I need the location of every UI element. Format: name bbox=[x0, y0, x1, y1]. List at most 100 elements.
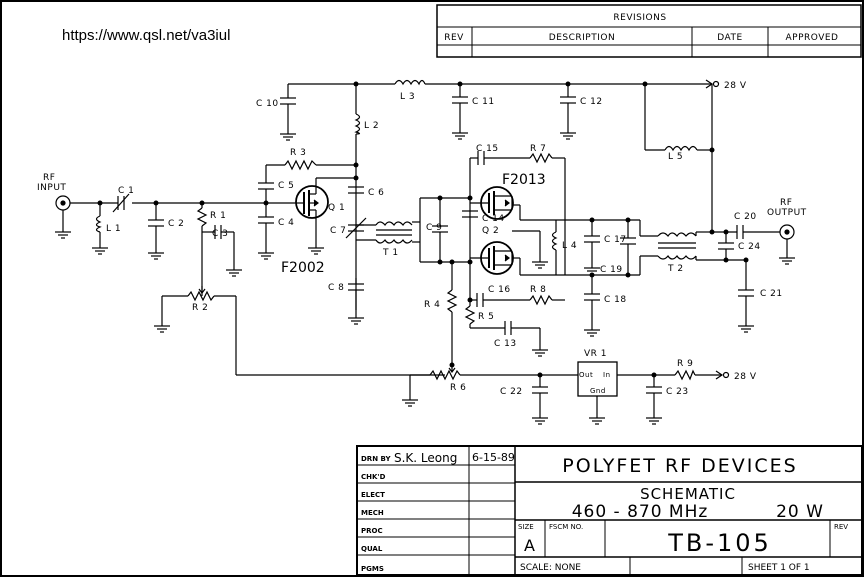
capacitor-c6 bbox=[348, 186, 364, 194]
ground-icon bbox=[147, 244, 165, 260]
capacitor-c16 bbox=[476, 293, 484, 307]
label-r4: R 4 bbox=[424, 300, 440, 310]
capacitor-c19 bbox=[620, 237, 636, 245]
label-r5: R 5 bbox=[478, 312, 494, 322]
elect-label: ELECT bbox=[361, 491, 385, 499]
label-vr1: VR 1 bbox=[584, 349, 607, 359]
drawn-by-name: S.K. Leong bbox=[394, 451, 457, 465]
label-c10: C 10 bbox=[256, 99, 279, 109]
drawn-by-label: DRN BY bbox=[361, 455, 391, 463]
resistor-r1 bbox=[196, 207, 208, 227]
capacitor-c21 bbox=[738, 289, 754, 297]
ground-icon bbox=[91, 239, 109, 255]
resistor-r3 bbox=[284, 159, 317, 171]
sheet-text: SHEET 1 OF 1 bbox=[748, 563, 810, 573]
ground-icon bbox=[778, 249, 796, 265]
mech-label: MECH bbox=[361, 509, 384, 517]
capacitor-c1 bbox=[112, 193, 130, 213]
rf-output-label-line1: RF bbox=[780, 198, 792, 208]
label-r6: R 6 bbox=[450, 383, 466, 393]
rf-input-label-line2: INPUT bbox=[37, 183, 66, 193]
label-c1: C 1 bbox=[118, 186, 134, 196]
ground-icon bbox=[279, 125, 297, 141]
part-number-f2002: F2002 bbox=[281, 260, 325, 276]
capacitor-c10 bbox=[280, 97, 296, 105]
part-number-f2013: F2013 bbox=[502, 172, 546, 188]
capacitor-c8 bbox=[348, 283, 364, 291]
potentiometer-r2 bbox=[187, 286, 215, 302]
ground-icon bbox=[307, 239, 325, 255]
label-r1: R 1 bbox=[210, 211, 226, 221]
label-c21: C 21 bbox=[760, 289, 783, 299]
capacitor-c2 bbox=[148, 219, 164, 227]
label-c4: C 4 bbox=[278, 218, 294, 228]
resistor-r8 bbox=[529, 294, 553, 306]
label-c12: C 12 bbox=[580, 97, 603, 107]
ground-icon bbox=[559, 124, 577, 140]
label-c18: C 18 bbox=[604, 295, 627, 305]
component-labels: RF INPUT RF OUTPUT 28 V 28 V C 1 C 2 C 3… bbox=[37, 81, 807, 397]
rev-column-header: REV bbox=[444, 33, 464, 43]
ground-icon bbox=[257, 244, 275, 260]
revisions-block: REVISIONS REV DESCRIPTION DATE APPROVED bbox=[436, 4, 862, 58]
supply-top-label: 28 V bbox=[724, 81, 747, 91]
document-type: SCHEMATIC bbox=[640, 485, 736, 503]
capacitor-c20 bbox=[736, 225, 744, 239]
label-l4: L 4 bbox=[562, 241, 577, 251]
ground-icon bbox=[737, 317, 755, 333]
label-t2: T 2 bbox=[667, 264, 684, 274]
resistor-r7 bbox=[529, 152, 553, 164]
label-vr-out: Out bbox=[579, 371, 593, 379]
capacitor-c17 bbox=[584, 235, 600, 243]
ground-icon bbox=[401, 391, 419, 407]
ground-icon bbox=[645, 409, 663, 425]
inductor-l2 bbox=[354, 113, 361, 135]
supply-bottom-label: 28 V bbox=[734, 372, 757, 382]
company-name: POLYFET RF DEVICES bbox=[562, 455, 797, 477]
potentiometer-r6 bbox=[429, 365, 461, 381]
ground-icon bbox=[153, 317, 171, 333]
transistor-q1 bbox=[295, 185, 329, 222]
label-r9: R 9 bbox=[677, 359, 693, 369]
qual-label: QUAL bbox=[361, 545, 383, 553]
date-column-header: DATE bbox=[717, 33, 742, 43]
label-vr-gnd: Gnd bbox=[590, 387, 606, 395]
capacitor-c13 bbox=[504, 321, 512, 335]
ground-icon bbox=[588, 409, 606, 425]
label-c14: C 14 bbox=[482, 214, 505, 224]
inductor-l5 bbox=[664, 145, 698, 152]
ground-icon bbox=[531, 409, 549, 425]
inductor-l3 bbox=[394, 79, 426, 86]
label-c8: C 8 bbox=[328, 283, 344, 293]
fscm-label: FSCM NO. bbox=[549, 523, 583, 531]
label-c9: C 9 bbox=[426, 223, 442, 233]
capacitor-c3 bbox=[214, 225, 222, 239]
label-c11: C 11 bbox=[472, 97, 495, 107]
label-r2: R 2 bbox=[192, 303, 208, 313]
frequency-range: 460 - 870 MHz bbox=[572, 502, 709, 522]
resistor-r5 bbox=[464, 305, 476, 325]
junction-dots bbox=[97, 81, 749, 378]
label-q2: Q 2 bbox=[482, 226, 499, 236]
size-value: A bbox=[524, 536, 535, 555]
label-c15: C 15 bbox=[476, 144, 499, 154]
resistor-r9 bbox=[674, 369, 696, 381]
ground-icon bbox=[531, 253, 549, 269]
rf-output-label-line2: OUTPUT bbox=[767, 208, 807, 218]
rf-input-label-line1: RF bbox=[43, 173, 55, 183]
proc-label: PROC bbox=[361, 527, 383, 535]
label-c5: C 5 bbox=[278, 181, 294, 191]
capacitor-c18 bbox=[584, 293, 600, 301]
label-c17: C 17 bbox=[604, 235, 627, 245]
rf-output-pin bbox=[784, 229, 790, 235]
ground-icon bbox=[451, 124, 469, 140]
rev-label: REV bbox=[834, 523, 848, 531]
ground-icon bbox=[531, 341, 549, 357]
label-r8: R 8 bbox=[530, 285, 546, 295]
title-block: DRN BY S.K. Leong 6-15-89 CHK'D ELECT ME… bbox=[356, 445, 863, 576]
label-c23: C 23 bbox=[666, 387, 689, 397]
source-url: https://www.qsl.net/va3iul bbox=[62, 27, 230, 44]
label-l1: L 1 bbox=[106, 224, 121, 234]
ground-icon bbox=[54, 223, 72, 239]
